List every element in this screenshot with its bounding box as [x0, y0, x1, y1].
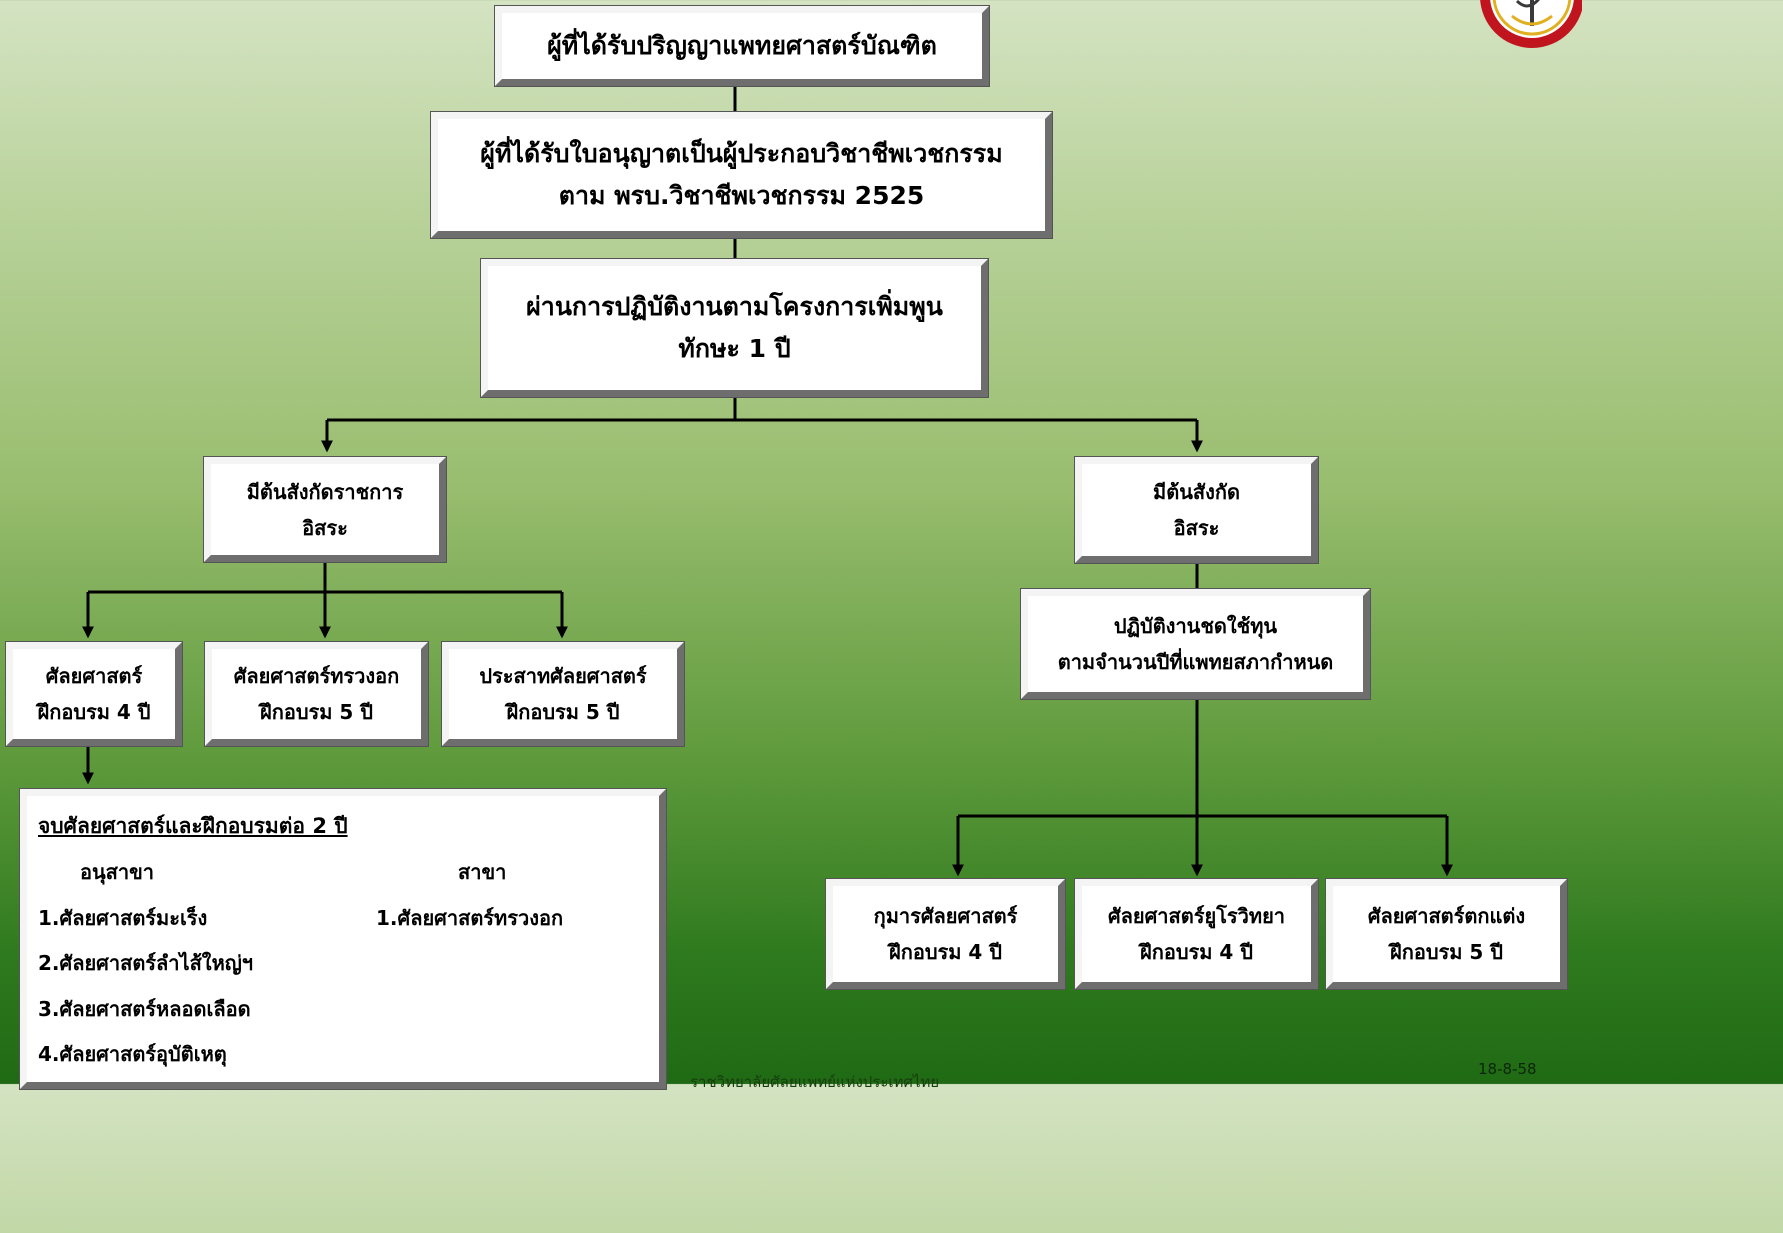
subspecialty-item: 2.ศัลยศาสตร์ลำไส้ใหญ่ฯ [38, 951, 254, 975]
payback-line-2: ตามจำนวนปีที่แพทยสภากำหนด [1057, 650, 1334, 674]
subspecialty-item: 1.ศัลยศาสตร์มะเร็ง [38, 906, 208, 930]
license-line-1: ผู้ที่ได้รับใบอนุญาตเป็นผู้ประกอบวิชาชีพ… [480, 139, 1003, 168]
program-years: ฝึกอบรม 4 ปี [1140, 940, 1253, 964]
college-seal-logo [1480, 0, 1582, 48]
footer-date: 18-8-58 [1478, 1060, 1537, 1078]
specialty-item: 1.ศัลยศาสตร์ทรวงอก [376, 906, 564, 930]
independent-line-1: มีต้นสังกัด [1153, 480, 1240, 504]
footer-institution: ราชวิทยาลัยศัลยแพทย์แห่งประเทศไทย [690, 1073, 940, 1091]
government-line-1: มีต้นสังกัดราชการ [246, 479, 404, 504]
independent-affiliation-box: มีต้นสังกัด อิสระ [1074, 456, 1319, 564]
program-years: ฝึกอบรม 4 ปี [889, 940, 1002, 964]
independent-line-2: อิสระ [1173, 516, 1220, 540]
program-years: ฝึกอบรม 5 ปี [506, 700, 620, 724]
program-box-pediatric-surgery: กุมารศัลยศาสตร์ ฝึกอบรม 4 ปี [825, 878, 1066, 990]
subspecialty-item: 3.ศัลยศาสตร์หลอดเลือด [38, 997, 251, 1021]
program-name: ศัลยศาสตร์ [45, 664, 143, 688]
program-years: ฝึกอบรม 5 ปี [260, 700, 373, 724]
specialty-column-header: สาขา [458, 860, 507, 884]
program-box-plastic-surgery: ศัลยศาสตร์ตกแต่ง ฝึกอบรม 5 ปี [1325, 878, 1568, 990]
subspecialty-item: 4.ศัลยศาสตร์อุบัติเหตุ [38, 1042, 227, 1066]
license-line-2: ตาม พรบ.วิชาชีพเวชกรรม 2525 [558, 181, 925, 210]
program-years: ฝึกอบรม 4 ปี [37, 700, 151, 724]
program-name: ประสาทศัลยศาสตร์ [479, 664, 647, 688]
payback-service-box: ปฏิบัติงานชดใช้ทุน ตามจำนวนปีที่แพทยสภาก… [1020, 588, 1371, 700]
subspecialty-detail-box: จบศัลยศาสตร์และฝึกอบรมต่อ 2 ปี อนุสาขา ส… [19, 788, 667, 1090]
graduate-label: ผู้ที่ได้รับปริญญาแพทยศาสตร์บัณฑิต [547, 31, 937, 60]
program-box-thoracic-surgery: ศัลยศาสตร์ทรวงอก ฝึกอบรม 5 ปี [204, 641, 429, 747]
subspecialty-column-header: อนุสาขา [80, 860, 155, 884]
internship-line-2: ทักษะ 1 ปี [678, 334, 791, 363]
program-name: ศัลยศาสตร์ตกแต่ง [1367, 904, 1526, 928]
program-box-general-surgery: ศัลยศาสตร์ ฝึกอบรม 4 ปี [5, 641, 183, 747]
detail-heading: จบศัลยศาสตร์และฝึกอบรมต่อ 2 ปี [38, 814, 348, 838]
connector-lines [82, 85, 1453, 877]
license-box: ผู้ที่ได้รับใบอนุญาตเป็นผู้ประกอบวิชาชีพ… [430, 111, 1053, 239]
government-line-2: อิสระ [302, 515, 348, 540]
graduate-box: ผู้ที่ได้รับปริญญาแพทยศาสตร์บัณฑิต [494, 5, 990, 87]
program-name: ศัลยศาสตร์ยูโรวิทยา [1107, 904, 1286, 928]
payback-line-1: ปฏิบัติงานชดใช้ทุน [1113, 614, 1278, 638]
internship-line-1: ผ่านการปฏิบัติงานตามโครงการเพิ่มพูน [526, 292, 943, 321]
program-box-neurosurgery: ประสาทศัลยศาสตร์ ฝึกอบรม 5 ปี [441, 641, 685, 747]
internship-box: ผ่านการปฏิบัติงานตามโครงการเพิ่มพูน ทักษ… [480, 258, 989, 398]
program-name: ศัลยศาสตร์ทรวงอก [233, 664, 400, 688]
government-affiliation-box: มีต้นสังกัดราชการ อิสระ [203, 456, 447, 563]
program-name: กุมารศัลยศาสตร์ [873, 904, 1018, 928]
program-years: ฝึกอบรม 5 ปี [1390, 940, 1503, 964]
program-box-urology: ศัลยศาสตร์ยูโรวิทยา ฝึกอบรม 4 ปี [1074, 878, 1319, 990]
